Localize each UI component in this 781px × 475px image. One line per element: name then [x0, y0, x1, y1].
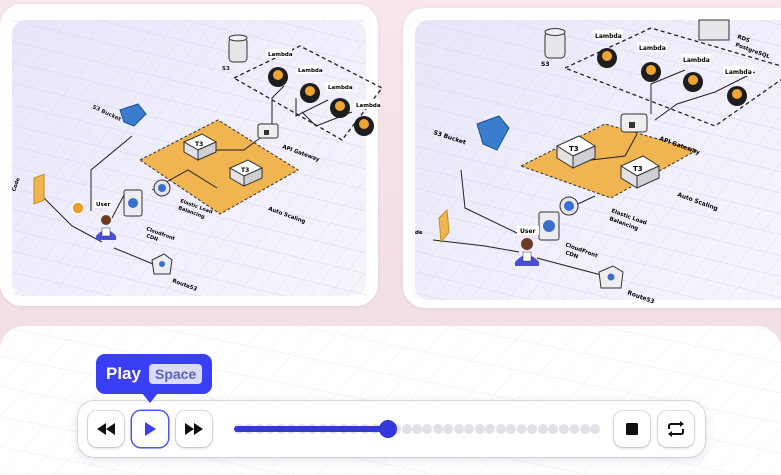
s3-icon — [544, 28, 566, 59]
svg-text:T3: T3 — [633, 165, 643, 173]
progress-dot — [453, 424, 464, 434]
progress-dot — [464, 424, 475, 434]
progress-dot — [558, 424, 569, 434]
progress-dot — [527, 424, 538, 434]
playback-panel — [0, 326, 781, 475]
s3-icon — [228, 34, 248, 63]
rewind-button[interactable] — [88, 411, 124, 447]
cloudfront-icon — [123, 189, 143, 217]
load-balancer-icon — [559, 196, 579, 216]
code-icon — [438, 208, 450, 244]
progress-dot — [590, 424, 600, 434]
fast-forward-button[interactable] — [176, 411, 212, 447]
stop-button[interactable] — [614, 411, 650, 447]
svg-text:Lambda: Lambda — [328, 85, 353, 91]
t3-instance-icons — [182, 133, 264, 187]
progress-thumb[interactable] — [379, 420, 397, 438]
diagram-card-right: S3 RDS PostgreSQL Lambda Lambda Lambda L — [403, 8, 781, 308]
user-icon — [515, 238, 539, 266]
play-button[interactable] — [132, 411, 168, 447]
progress-dot — [443, 424, 454, 434]
svg-text:RDS: RDS — [736, 34, 750, 44]
architecture-diagram-left: S3 Lambda Lambda Lambda Lambda — [11, 20, 383, 296]
progress-dot — [537, 424, 548, 434]
progress-dot — [569, 424, 580, 434]
progress-dot — [506, 424, 517, 434]
progress-dot — [412, 424, 422, 434]
progress-dot — [495, 424, 506, 434]
svg-text:T3: T3 — [241, 167, 249, 174]
svg-text:Lambda: Lambda — [639, 45, 666, 52]
lambda-icons — [268, 67, 374, 136]
api-gateway-icon — [257, 123, 279, 139]
progress-fill — [234, 426, 388, 432]
svg-text:Lambda: Lambda — [298, 68, 323, 74]
progress-dot — [422, 424, 433, 434]
progress-dot — [548, 424, 559, 434]
rds-icon — [698, 19, 730, 41]
api-gateway-icon — [620, 113, 648, 133]
architecture-diagram-right: S3 RDS PostgreSQL Lambda Lambda Lambda L — [415, 19, 781, 306]
play-tooltip: Play Space — [96, 354, 213, 394]
progress-slider[interactable] — [234, 420, 600, 438]
s3-bucket-icon — [476, 115, 510, 151]
progress-dot — [579, 424, 590, 434]
player-controls — [78, 401, 705, 457]
stop-icon — [626, 423, 638, 435]
user-icon — [96, 215, 116, 240]
svg-text:Lambda: Lambda — [268, 52, 293, 58]
svg-text:Code: Code — [11, 177, 22, 193]
route53-icon — [598, 265, 624, 289]
svg-text:T3: T3 — [569, 145, 579, 153]
play-icon — [145, 422, 156, 436]
diagram-card-left: S3 Lambda Lambda Lambda Lambda — [0, 4, 383, 306]
code-icon — [33, 173, 45, 205]
loop-button[interactable] — [658, 411, 694, 447]
svg-text:T3: T3 — [195, 141, 203, 148]
progress-dot — [485, 424, 496, 434]
svg-text:S3: S3 — [541, 61, 550, 68]
svg-text:CDN: CDN — [564, 250, 579, 260]
svg-text:User: User — [96, 202, 110, 208]
loop-icon — [668, 421, 684, 437]
progress-dot — [516, 424, 527, 434]
cloudfront-icon — [538, 211, 560, 241]
svg-text:de: de — [415, 230, 423, 236]
fast-forward-icon — [185, 423, 203, 435]
s3-label: S3 — [222, 66, 230, 72]
tooltip-arrow — [142, 393, 158, 403]
svg-text:Lambda: Lambda — [725, 69, 752, 76]
load-balancer-icon — [153, 179, 171, 197]
svg-text:CDN: CDN — [145, 233, 158, 243]
tooltip-shortcut: Space — [148, 364, 203, 384]
lambda-icons — [597, 48, 747, 106]
rewind-icon — [97, 423, 115, 435]
s3-bucket-icon — [119, 103, 147, 127]
svg-text:Lambda: Lambda — [356, 103, 381, 109]
route53-icon — [151, 253, 173, 275]
svg-text:Lambda: Lambda — [595, 33, 622, 40]
progress-dot — [432, 424, 443, 434]
progress-dot — [401, 424, 412, 434]
tooltip-label: Play — [106, 364, 141, 383]
svg-text:User: User — [520, 228, 536, 235]
svg-text:Lambda: Lambda — [683, 57, 710, 64]
t3-instance-icons — [555, 135, 661, 189]
progress-dot — [474, 424, 485, 434]
